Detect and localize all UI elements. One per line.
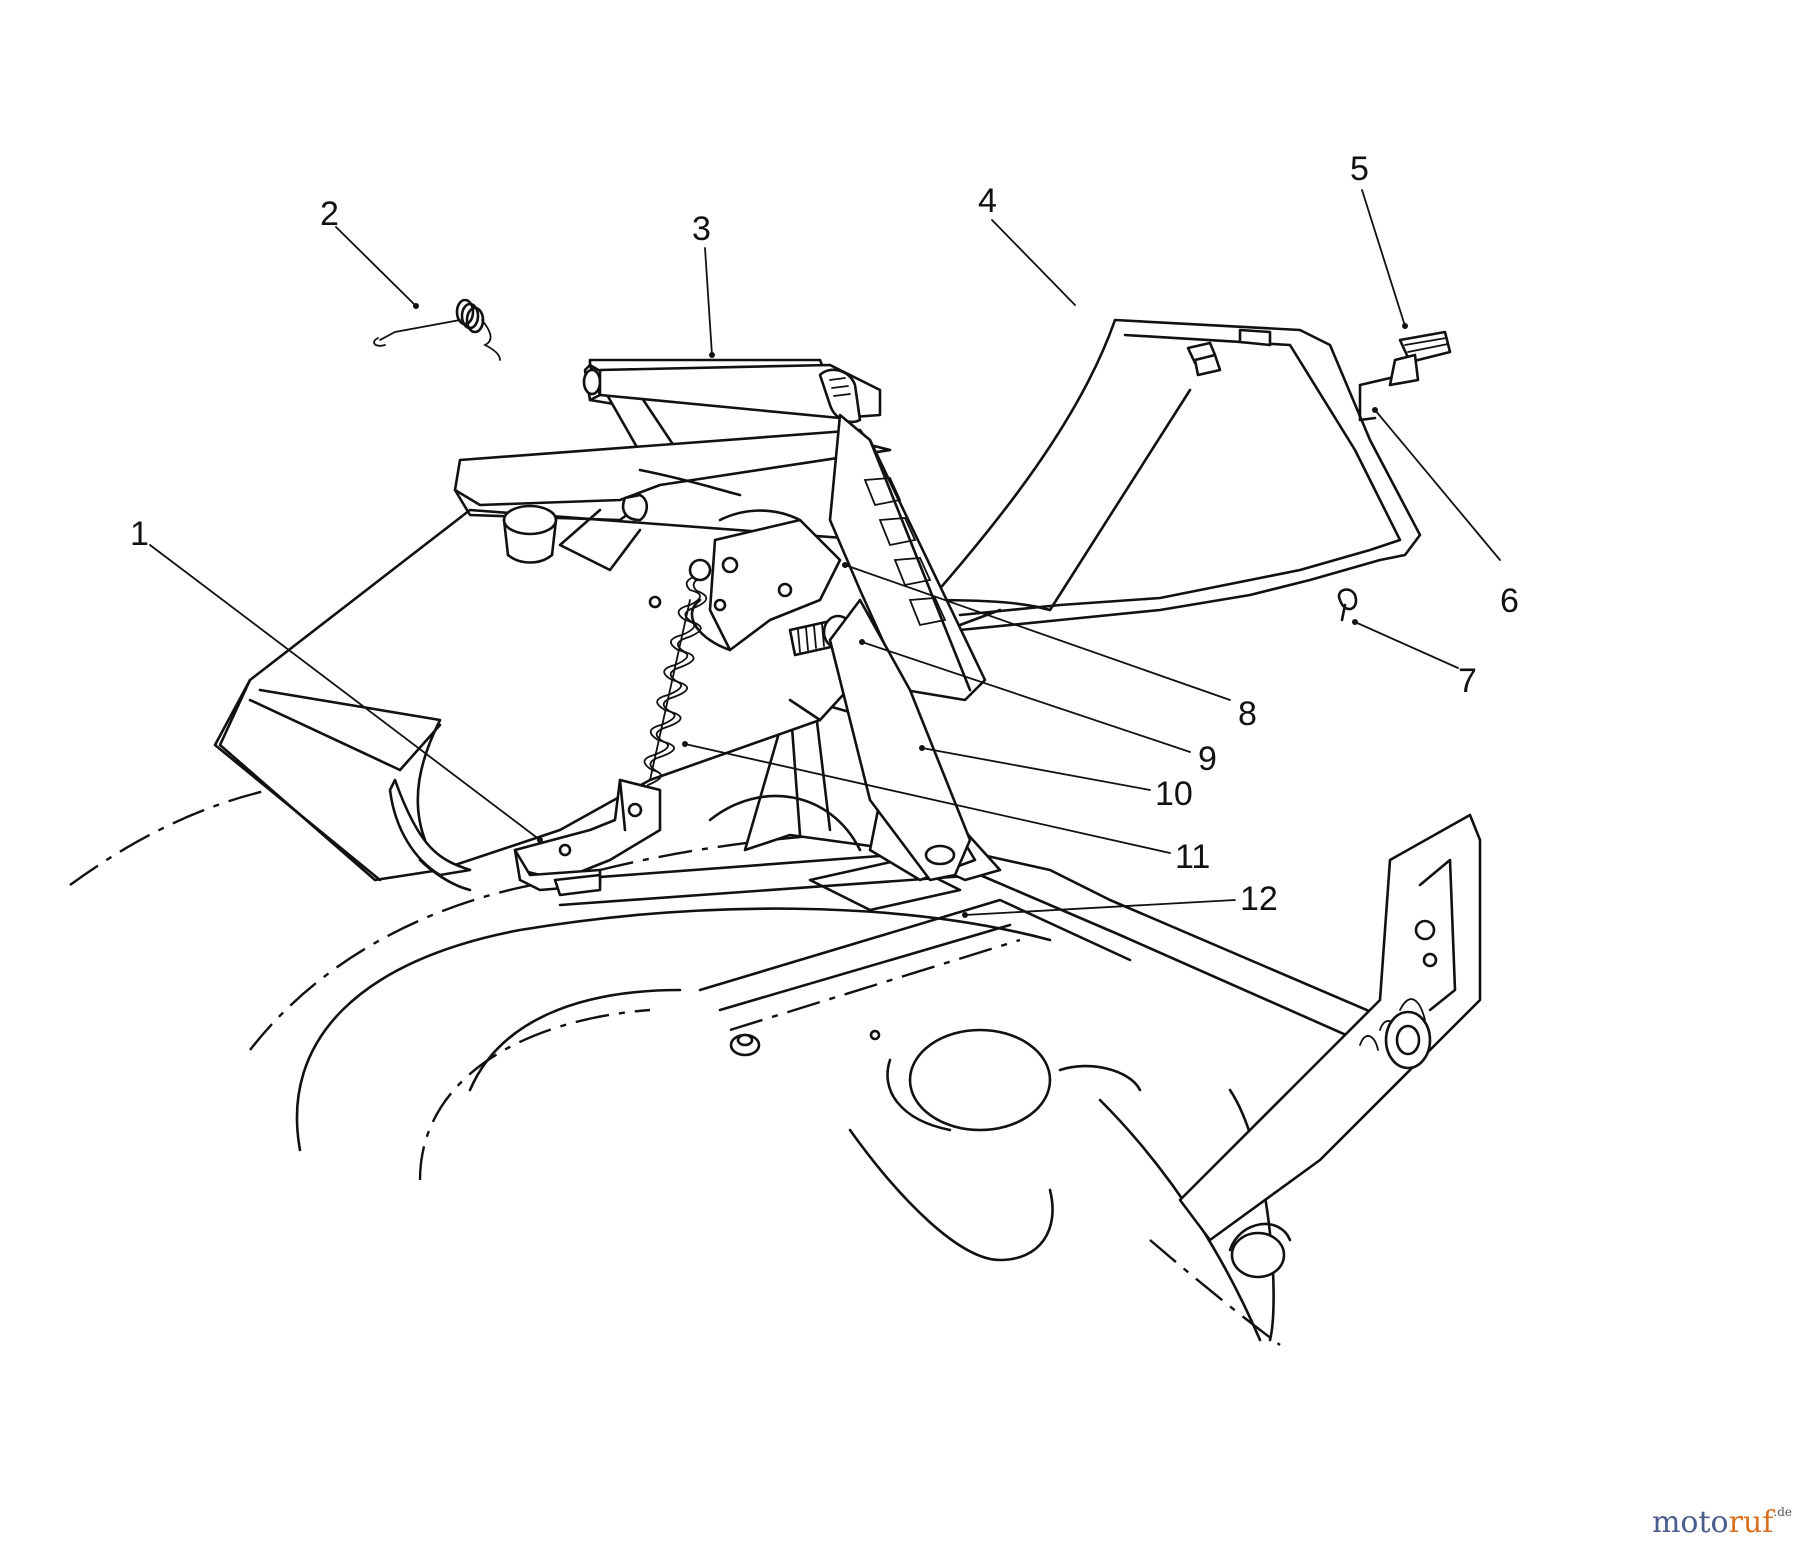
leader-9 (861, 641, 1191, 753)
support-legs (788, 598, 972, 882)
watermark-part2: ruf (1728, 1505, 1774, 1540)
leader-10 (921, 747, 1151, 791)
spring-anchor-bracket (513, 778, 662, 897)
callout-4: 4 (978, 182, 997, 220)
latch-handle-assembly (1337, 330, 1452, 622)
leader-6 (1374, 409, 1501, 561)
callout-9: 9 (1198, 740, 1217, 778)
callout-2: 2 (320, 195, 339, 233)
hinge-rod-flap (453, 358, 987, 702)
callout-1: 1 (130, 515, 149, 553)
leader-8 (844, 564, 1231, 701)
leader-4 (991, 219, 1076, 306)
leader-7 (1354, 621, 1459, 669)
watermark-part1: moto (1651, 1505, 1729, 1540)
leader-1 (149, 544, 541, 841)
grass-chute-deflector (928, 318, 1422, 632)
callout-3: 3 (692, 210, 711, 248)
site-watermark: motoruf.de (1652, 1505, 1792, 1540)
leader-2 (335, 226, 417, 307)
spring (643, 558, 712, 786)
leader-5 (1361, 189, 1406, 327)
leader-lines (149, 189, 1501, 918)
callout-7: 7 (1458, 662, 1477, 700)
leader-12 (964, 899, 1236, 916)
callout-12: 12 (1240, 880, 1278, 918)
torsion-spring (373, 298, 501, 361)
callout-6: 6 (1500, 582, 1519, 620)
mower-deck (69, 777, 1482, 1346)
callout-5: 5 (1350, 150, 1369, 188)
callout-labels: 1 2 3 4 5 6 7 8 9 10 11 12 (130, 150, 1519, 918)
callout-11: 11 (1175, 838, 1210, 876)
leader-11 (684, 743, 1171, 854)
watermark-suffix: .de (1773, 1505, 1792, 1519)
leader-3 (704, 247, 713, 356)
callout-8: 8 (1238, 695, 1257, 733)
callout-10: 10 (1155, 775, 1193, 813)
